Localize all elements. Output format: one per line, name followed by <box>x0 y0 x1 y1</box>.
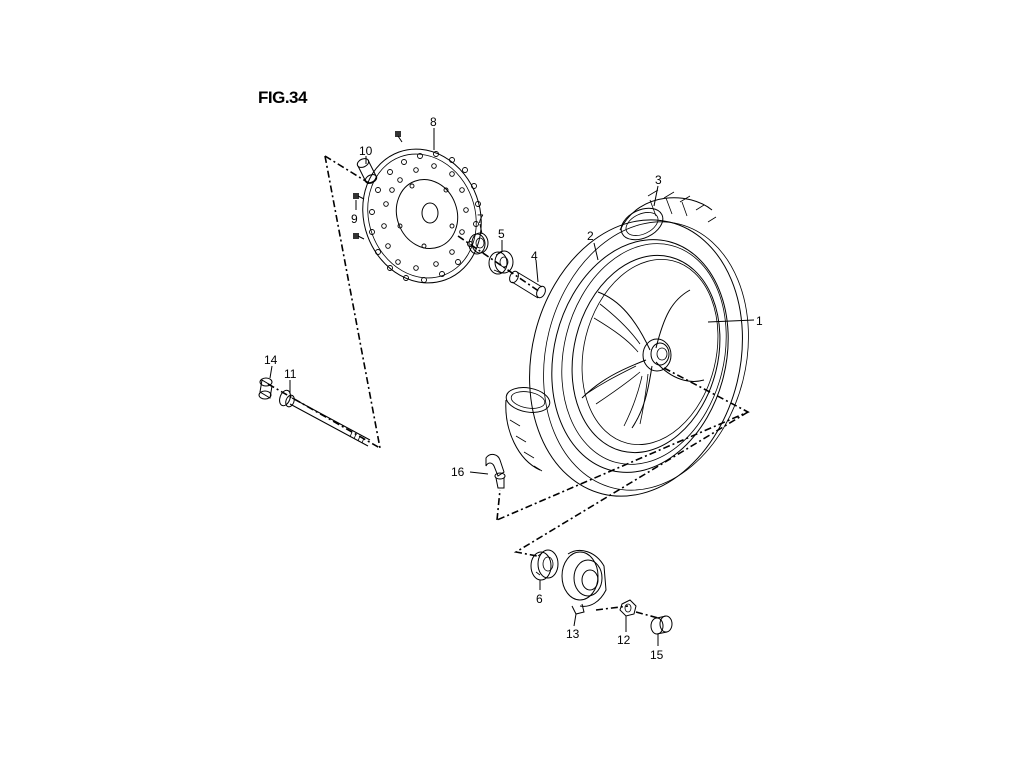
leader-lines <box>269 128 755 646</box>
callout-1: 1 <box>756 314 763 328</box>
spacer-tube <box>509 270 546 299</box>
callout-16: 16 <box>451 465 465 479</box>
axle-nut <box>619 599 637 617</box>
spacer-collar <box>356 158 378 184</box>
brake-disc <box>362 148 482 284</box>
speedometer-gearbox <box>561 550 607 615</box>
callout-15: 15 <box>650 648 664 662</box>
callout-12: 12 <box>617 633 631 647</box>
callout-6: 6 <box>536 592 543 606</box>
callout-labels: 1 2 3 4 5 6 7 8 9 10 11 12 13 14 15 16 <box>264 115 763 662</box>
assembly-guide-lines <box>267 155 750 619</box>
callout-8: 8 <box>430 115 437 129</box>
oil-seal <box>468 232 489 255</box>
callout-13: 13 <box>566 627 580 641</box>
figure-title: FIG.34 <box>258 88 307 107</box>
callout-7: 7 <box>477 212 484 226</box>
bearing-6 <box>530 549 559 581</box>
axle-collar <box>258 377 273 400</box>
bearing-5 <box>488 250 514 275</box>
callout-9: 9 <box>351 212 358 226</box>
front-axle <box>279 389 371 447</box>
callout-4: 4 <box>531 249 538 263</box>
axle-cap <box>650 615 673 635</box>
callout-11: 11 <box>284 367 297 381</box>
front-wheel-assembly <box>505 189 749 497</box>
callout-5: 5 <box>498 227 505 241</box>
callout-10: 10 <box>359 144 373 158</box>
callout-2: 2 <box>587 229 594 243</box>
callout-3: 3 <box>655 173 662 187</box>
disc-bolts <box>353 131 403 240</box>
callout-14: 14 <box>264 353 278 367</box>
air-valve <box>485 453 506 489</box>
